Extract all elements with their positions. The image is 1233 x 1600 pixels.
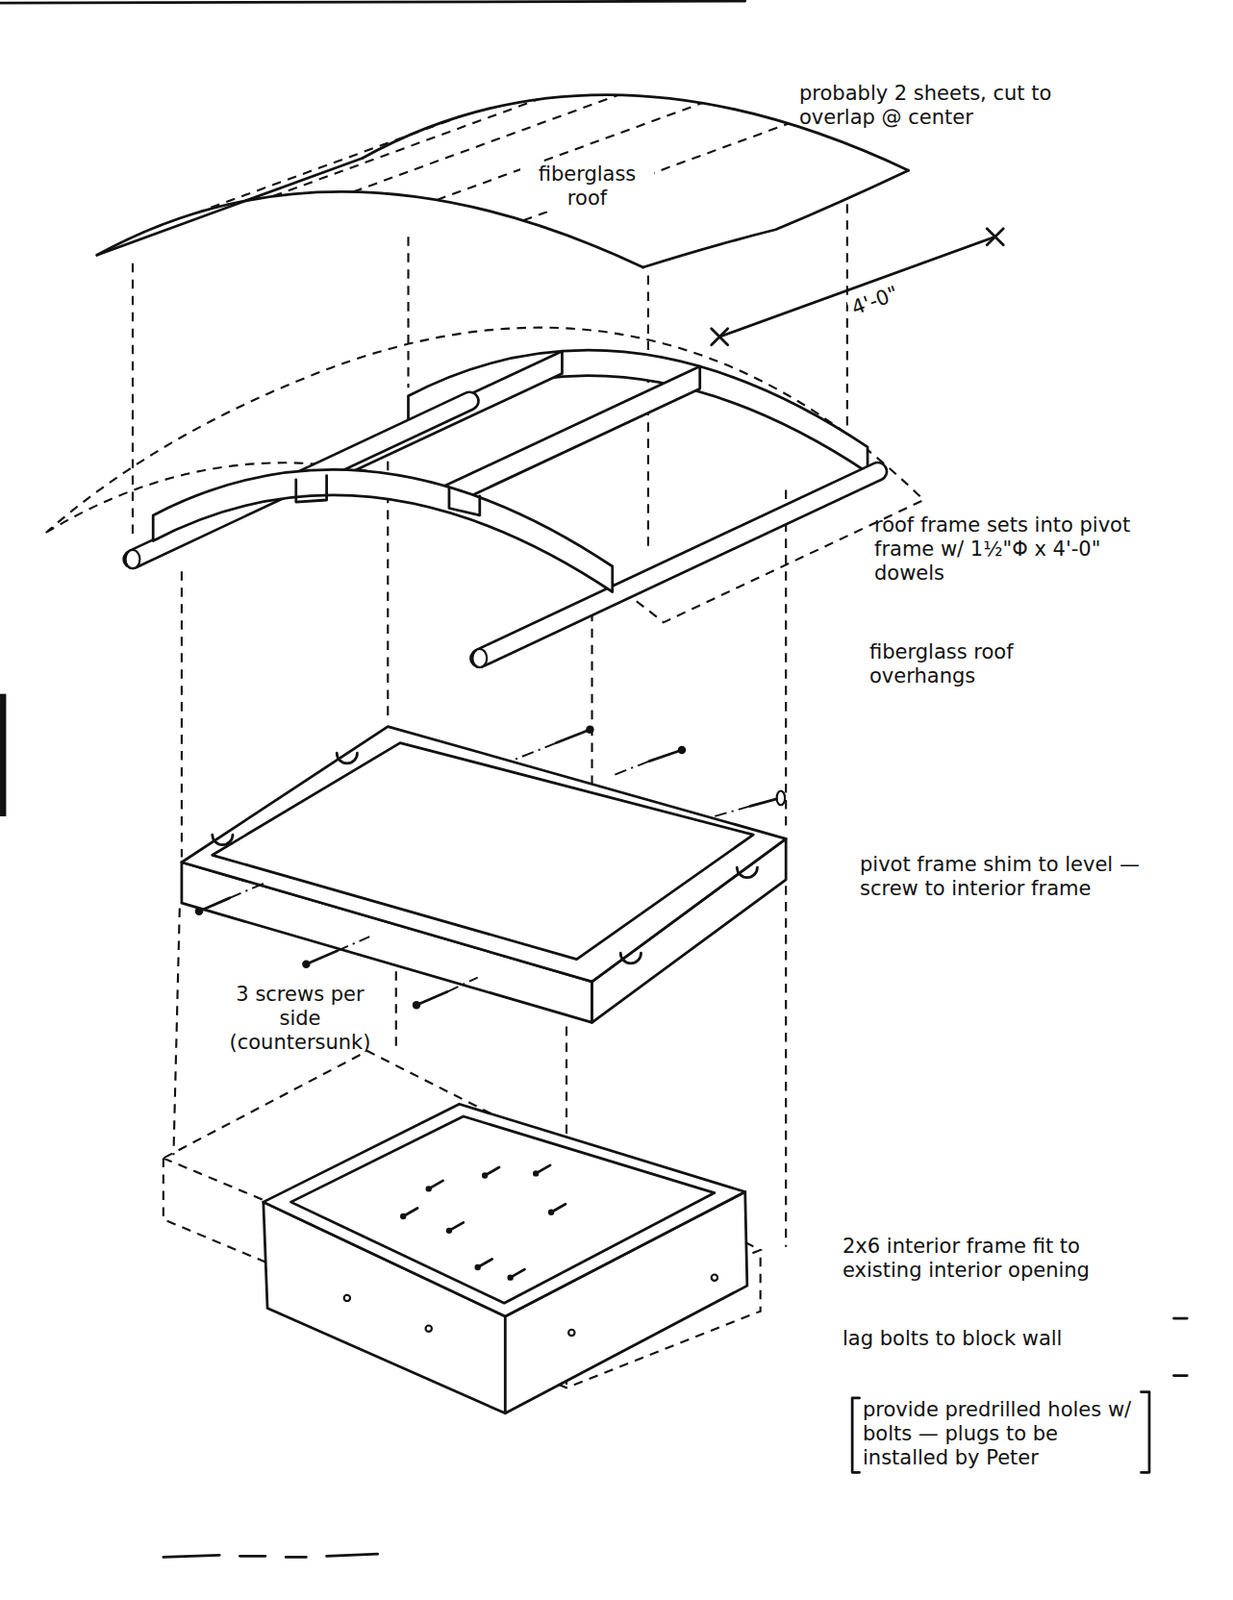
note-label: 2x6 interior frame fit to existing inter…	[842, 1234, 1155, 1284]
roof-frame	[46, 327, 925, 668]
scan-edge	[0, 694, 6, 817]
note-label: lag bolts to block wall	[842, 1327, 1170, 1352]
dimension-line	[711, 228, 1005, 346]
note-label: probably 2 sheets, cut to overlap @ cent…	[799, 81, 1106, 130]
interior-frame	[163, 1051, 761, 1414]
scan-marks	[163, 1554, 378, 1558]
bracket	[1140, 1392, 1149, 1474]
note-label: 4'-0"	[845, 270, 932, 324]
note-label: roof frame sets into pivot frame w/ 1½"Φ…	[874, 513, 1176, 587]
screws	[195, 726, 785, 1010]
scan-edge	[0, 0, 746, 3]
pivot-frame	[181, 727, 786, 1024]
margin-marks	[1173, 1318, 1187, 1376]
fiberglass-roof	[97, 95, 909, 268]
note-label: provide predrilled holes w/ bolts — plug…	[862, 1398, 1141, 1472]
note-label: pivot frame shim to level — screw to int…	[859, 853, 1166, 902]
note-label: fiberglass roof	[520, 161, 655, 212]
bracket	[852, 1398, 859, 1473]
note-label: fiberglass roof overhangs	[869, 640, 1089, 689]
note-label: 3 screws per side (countersunk)	[217, 982, 383, 1057]
